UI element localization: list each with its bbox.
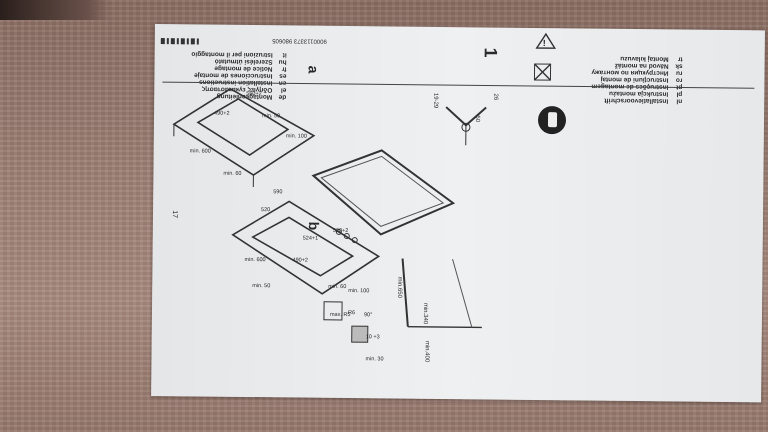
- heading-line: Инструкция по монтажу: [591, 69, 669, 77]
- page-number: 1: [481, 47, 501, 57]
- figure-a: a 560+2 490+2 min. 50 min. 100 min. 600 min. …: [172, 66, 322, 188]
- svg-text:50: 50: [474, 115, 480, 122]
- cutout-section: min.650 min.340 min.400: [396, 258, 482, 363]
- no-tool-icon: [533, 63, 552, 81]
- dimension-label: R6: [348, 310, 355, 316]
- dimension-label: min. 100: [286, 133, 307, 139]
- dimension-label: 560+2: [333, 228, 349, 234]
- dimension-label: min. 30: [365, 356, 383, 362]
- heading-line: Montaj kılavuzu: [620, 55, 668, 63]
- worktop-section: 19-29 26 50: [432, 93, 498, 146]
- lang-code: hu: [279, 58, 287, 65]
- dimension-label: 520: [261, 207, 270, 213]
- header-divider: [162, 81, 755, 89]
- dimension-label: 590: [273, 189, 282, 195]
- warning-icon: !: [535, 32, 557, 49]
- svg-text:a: a: [305, 66, 321, 74]
- lang-code: fr: [281, 65, 286, 72]
- lang-code: tr: [677, 55, 682, 62]
- lang-code: en: [279, 79, 287, 86]
- info-icon: [538, 106, 567, 135]
- dimension-label: min. 60: [223, 171, 241, 177]
- dimension-label: min. 600: [245, 257, 266, 263]
- footer-mark: 17: [171, 210, 178, 218]
- dimension-label: 490+2: [293, 257, 309, 263]
- dimension-label: 490+2: [214, 111, 230, 117]
- dimension-label: 560+2: [246, 91, 262, 97]
- lang-code: ru: [676, 69, 683, 76]
- lang-code: it: [282, 51, 287, 58]
- heading-line: Instrukcja montażu: [609, 90, 668, 98]
- sheet-drawing: 9000113373 980605 deMontageanleitungelΟδ…: [160, 32, 755, 363]
- dimension-label: 90°: [364, 312, 372, 318]
- dimension-label: min. 50: [262, 113, 280, 119]
- dimension-label: min. 100: [348, 288, 369, 294]
- lang-code: nl: [676, 97, 682, 104]
- barcode: [160, 38, 199, 45]
- heading-line: Notice de montage: [214, 65, 273, 73]
- figure-b: b 590 520 560+2 524+1 490+2 min. 600 min. 50 mi…: [231, 189, 384, 362]
- lang-code: pl: [676, 90, 682, 97]
- svg-text:min.650: min.650: [396, 277, 402, 299]
- svg-text:min.400: min.400: [423, 341, 429, 363]
- dimension-label: min. 600: [190, 148, 211, 154]
- heading-line: Istruzioni per il montaggio: [191, 50, 272, 58]
- heading-line: Instrucciones de montaje: [194, 71, 273, 79]
- svg-text:min.340: min.340: [422, 303, 428, 325]
- lang-code: ro: [676, 76, 683, 83]
- lang-code: es: [279, 72, 287, 79]
- dark-corner: [0, 0, 110, 20]
- lang-code: sk: [675, 62, 683, 69]
- dimension-label: 524+1: [303, 236, 319, 242]
- heading-line: Installatievoorschrift: [603, 97, 668, 105]
- heading-line: Szerelési útmutató: [215, 58, 273, 66]
- svg-text:b: b: [306, 222, 322, 231]
- heading-line: Instrucţiuni de montaj: [600, 76, 668, 84]
- lang-code: de: [278, 93, 286, 100]
- svg-text:26: 26: [492, 94, 498, 101]
- svg-text:!: !: [543, 38, 546, 48]
- svg-text:19-29: 19-29: [432, 93, 438, 109]
- right-heading: nl Installatievoorschrift pl Instrukcja mon…: [591, 55, 683, 105]
- barcode-text: 9000113373 980605: [272, 37, 327, 44]
- dimension-label: max. R5: [330, 312, 351, 318]
- dimension-label: 10 +3: [366, 334, 380, 340]
- heading-line: Návod na montáž: [614, 62, 669, 70]
- lang-code: el: [281, 86, 287, 93]
- heading-line: Οδηγίες εγκατάστασης: [201, 85, 272, 93]
- dimension-label: min. 50: [252, 283, 270, 289]
- dimension-label: min. 60: [328, 284, 346, 290]
